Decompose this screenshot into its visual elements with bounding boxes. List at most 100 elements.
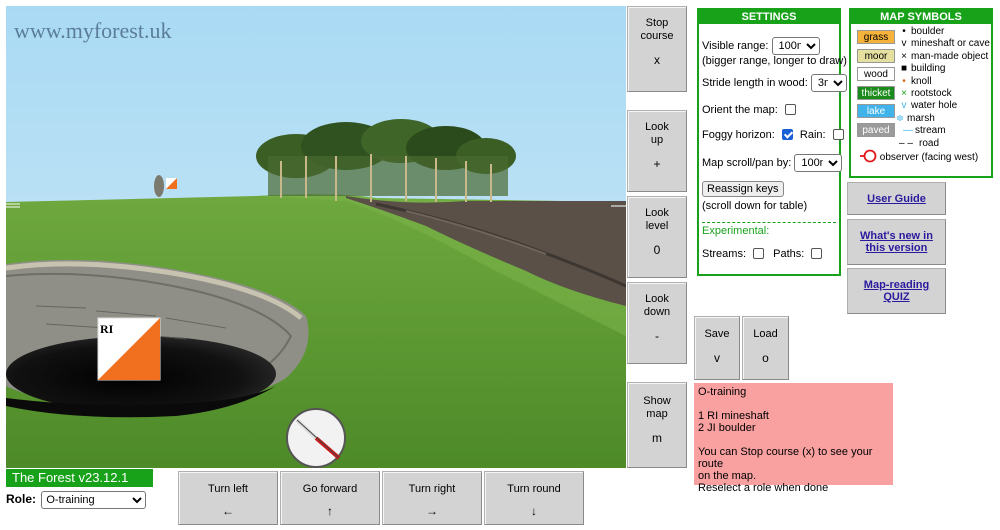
version-badge: The Forest v23.12.1 — [6, 469, 153, 487]
observer-icon — [860, 149, 877, 163]
show-map-button[interactable]: Show map m — [627, 382, 687, 468]
look-down-key: - — [655, 329, 659, 343]
quiz-label-1: Map-reading — [863, 279, 930, 291]
symbol-label: boulder — [911, 26, 945, 37]
info-note-3: Reselect a role when done — [698, 482, 829, 494]
settings-panel: SETTINGS Visible range: 100m (bigger ran… — [697, 8, 847, 276]
reassign-row: Reassign keys — [702, 181, 784, 197]
symbol-label: knoll — [911, 75, 932, 87]
look-level-label-1: Look — [645, 207, 669, 219]
user-guide-link[interactable]: User Guide — [847, 182, 946, 215]
symbol-label: man-made object — [911, 50, 989, 62]
symbol-rootstock: ×rootstock — [899, 88, 952, 99]
turn-right-key: → — [426, 504, 438, 518]
terrain-swatch-paved: paved — [857, 122, 895, 137]
turn-left-button[interactable]: Turn left ← — [178, 471, 278, 525]
rain-label: Rain: — [799, 129, 826, 141]
load-key: o — [762, 351, 769, 365]
control-flag — [97, 317, 161, 381]
info-note-1: You can Stop course (x) to see your rout… — [698, 446, 873, 470]
look-level-button[interactable]: Look level 0 — [627, 196, 687, 278]
look-level-label-2: level — [645, 220, 669, 232]
paths-checkbox[interactable] — [811, 248, 823, 259]
site-url: www.myforest.uk — [14, 18, 172, 43]
look-up-label-1: Look — [645, 121, 669, 133]
symbol-road: – – road — [895, 138, 939, 149]
reassign-note: (scroll down for table) — [702, 200, 808, 212]
visible-range-note: (bigger range, longer to draw) — [702, 55, 847, 67]
load-button[interactable]: Load o — [742, 316, 789, 380]
symbol-stream: —stream — [903, 125, 946, 136]
symbol-glyph-icon: v — [901, 38, 907, 50]
reassign-keys-button[interactable]: Reassign keys — [702, 181, 784, 197]
symbol-label: road — [919, 137, 940, 149]
terrain-swatch-wood: wood — [857, 67, 895, 81]
observer-label: observer (facing west) — [879, 152, 979, 163]
turn-round-label: Turn round — [507, 483, 561, 495]
symbol-label: rootstock — [911, 88, 952, 99]
turn-round-key: ↓ — [531, 504, 537, 518]
tree-line — [256, 119, 516, 202]
experimental-row: Streams: Paths: — [702, 248, 823, 260]
whats-new-link[interactable]: What's new in this version — [847, 219, 946, 265]
rain-checkbox[interactable] — [832, 129, 844, 140]
stride-select[interactable]: 3m — [810, 74, 847, 92]
stride-row: Stride length in wood: 3m — [702, 74, 847, 92]
turn-round-button[interactable]: Turn round ↓ — [484, 471, 584, 525]
scene-viewport[interactable]: www.myforest.uk RI — [6, 6, 626, 468]
scene-graphic — [6, 6, 626, 468]
terrain-swatch-thicket: thicket — [857, 85, 895, 100]
show-map-key: m — [652, 431, 662, 445]
save-key: v — [714, 351, 720, 365]
load-label: Load — [753, 328, 778, 340]
visible-range-select[interactable]: 100m — [771, 37, 820, 55]
scroll-row: Map scroll/pan by: 100m — [702, 154, 843, 172]
flag-code: RI — [100, 322, 114, 336]
turn-left-label: Turn left — [208, 483, 248, 495]
look-down-button[interactable]: Look down - — [627, 282, 687, 364]
look-up-key: + — [653, 157, 661, 171]
whats-new-label-2: this version — [865, 242, 928, 254]
settings-title: SETTINGS — [699, 10, 839, 24]
role-row: Role: O-training — [6, 491, 147, 509]
look-up-button[interactable]: Look up + — [627, 110, 687, 192]
role-select[interactable]: O-training — [41, 491, 147, 509]
symbol-glyph-icon: v — [901, 100, 907, 112]
foggy-checkbox[interactable] — [781, 129, 793, 140]
whats-new-label-1: What's new in — [860, 230, 933, 242]
scroll-select[interactable]: 100m — [794, 154, 843, 172]
symbol-label: marsh — [907, 112, 935, 124]
symbol-glyph-icon: ≑ — [895, 112, 905, 124]
symbol-boulder: • boulder — [899, 26, 944, 37]
terrain-swatch-grass: grass — [857, 30, 895, 44]
symbol-building: ■building — [899, 63, 946, 75]
stop-course-label-2: course — [640, 30, 674, 42]
go-forward-button[interactable]: Go forward ↑ — [280, 471, 380, 525]
info-control-1: 1 RI mineshaft — [698, 410, 769, 422]
show-map-label-2: map — [646, 408, 668, 420]
role-label: Role: — [6, 492, 36, 506]
streams-checkbox[interactable] — [753, 248, 765, 259]
go-forward-key: ↑ — [327, 504, 333, 518]
save-label: Save — [704, 328, 730, 340]
user-guide-label: User Guide — [867, 192, 926, 205]
info-control-2: 2 JI boulder — [698, 422, 756, 434]
symbol-glyph-icon: – – — [899, 137, 913, 149]
save-button[interactable]: Save v — [694, 316, 740, 380]
experimental-label: Experimental: — [702, 225, 770, 237]
symbol-glyph-icon: ■ — [900, 63, 908, 75]
quiz-link[interactable]: Map-reading QUIZ — [847, 268, 946, 314]
symbol-glyph-icon: • — [902, 26, 906, 37]
orient-checkbox[interactable] — [784, 104, 796, 115]
turn-right-label: Turn right — [408, 483, 456, 495]
symbol-knoll: • knoll — [899, 75, 932, 87]
turn-right-button[interactable]: Turn right → — [382, 471, 482, 525]
symbol-label: water hole — [911, 100, 958, 112]
stop-course-button[interactable]: Stop course x — [627, 6, 687, 92]
look-down-label-2: down — [643, 306, 671, 318]
look-level-key: 0 — [653, 243, 661, 257]
symbol-glyph-icon: • — [902, 75, 906, 87]
visible-range-label: Visible range: — [702, 40, 769, 52]
scroll-label: Map scroll/pan by: — [702, 157, 792, 169]
